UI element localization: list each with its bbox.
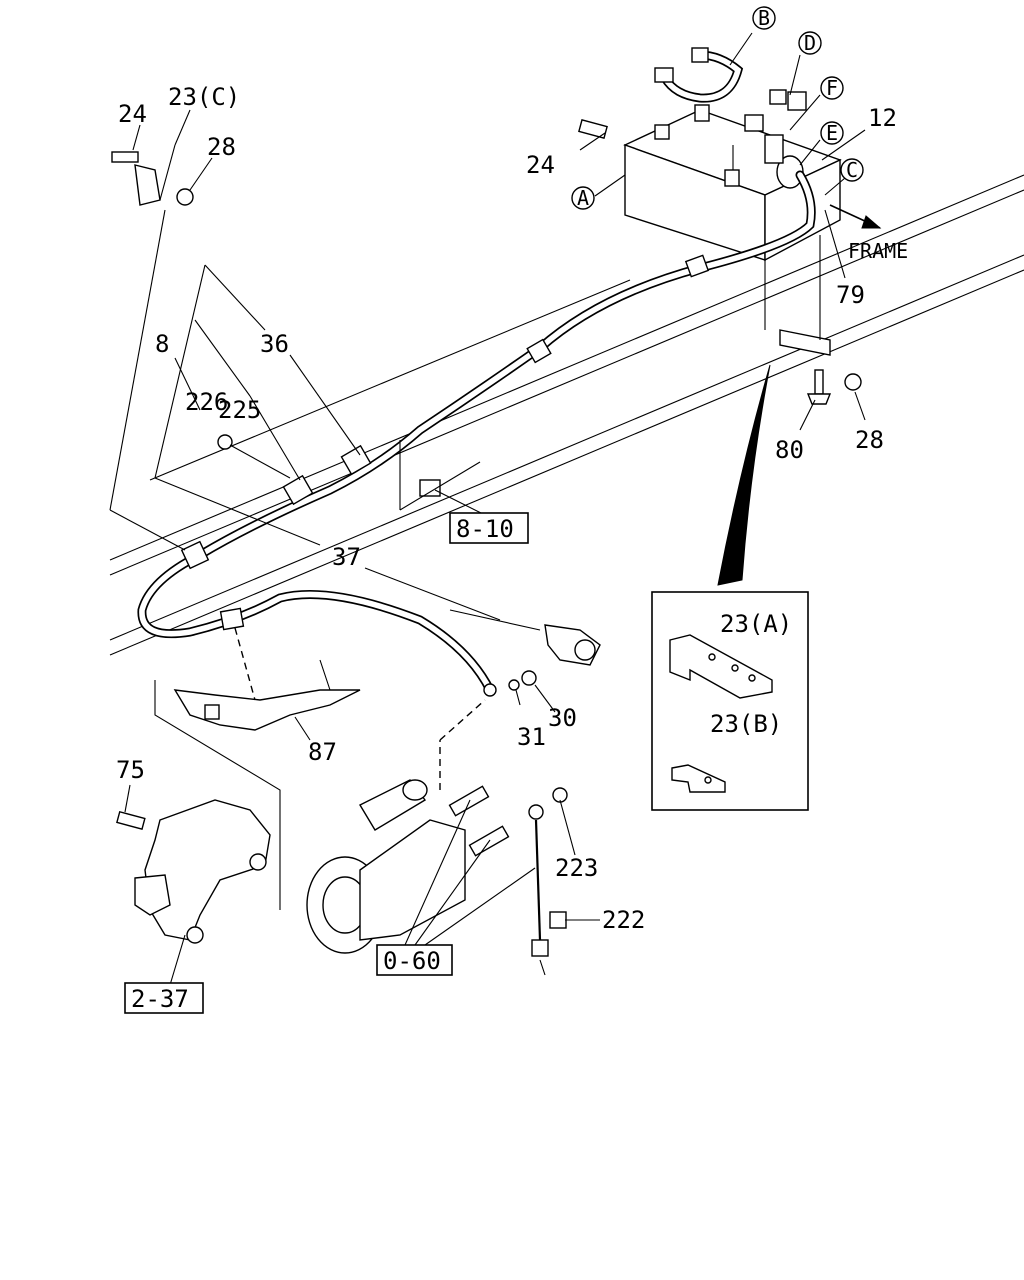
ref-0-60: 0-60	[383, 947, 441, 975]
callout-23b: 23(B)	[710, 710, 782, 738]
cable-clips	[180, 254, 710, 631]
nuts-30-31	[483, 670, 537, 697]
ground-cable	[528, 787, 568, 976]
callout-28-right: 28	[855, 426, 884, 454]
circle-d: D	[804, 31, 816, 55]
callout-labels: 24 23(C) 28 8 36 225 226 37 87 75 31 30 …	[116, 83, 897, 934]
circle-b: B	[758, 6, 770, 30]
callout-23c: 23(C)	[168, 83, 240, 111]
dashed-guides	[234, 627, 486, 790]
callout-8: 8	[155, 330, 169, 358]
callout-37: 37	[332, 543, 361, 571]
callout-75: 75	[116, 756, 145, 784]
ref-box-8-10	[449, 512, 529, 544]
callout-30: 30	[548, 704, 577, 732]
bracket-lower-right	[764, 235, 831, 356]
circle-letters	[571, 6, 864, 210]
starter-motor	[306, 779, 510, 954]
circle-letter-text: A B C D E F	[577, 6, 858, 210]
frame-label: FRAME	[848, 239, 908, 263]
zoom-wedge	[717, 364, 771, 586]
ref-8-10: 8-10	[456, 515, 514, 543]
bracket-23c	[111, 144, 194, 206]
circle-f: F	[826, 76, 838, 100]
circle-e: E	[826, 121, 838, 145]
frame-arrow	[829, 204, 882, 229]
callout-31: 31	[517, 723, 546, 751]
callout-222: 222	[602, 906, 645, 934]
bracket-87	[173, 659, 361, 731]
ref-box-2-37	[124, 982, 204, 1014]
cable-37	[449, 609, 601, 666]
inset-panel	[651, 591, 809, 811]
reference-labels: 8-10 0-60 2-37	[131, 515, 514, 1013]
bolt-24	[578, 118, 608, 140]
frame-rail	[109, 174, 1024, 656]
callout-24-battery: 24	[526, 151, 555, 179]
ref-box-0-60	[376, 944, 453, 976]
mounting-bracket	[134, 799, 271, 944]
ref-2-37: 2-37	[131, 985, 189, 1013]
callout-223: 223	[555, 854, 598, 882]
callout-28-top: 28	[207, 133, 236, 161]
terminal-cluster	[744, 89, 807, 189]
bolt-80	[806, 369, 862, 405]
callout-12: 12	[868, 104, 897, 132]
battery-link-cable	[654, 47, 744, 103]
callout-23a: 23(A)	[720, 610, 792, 638]
leader-lines	[109, 32, 866, 986]
callout-24-top: 24	[118, 100, 147, 128]
bolt-75	[116, 810, 146, 831]
panel-87	[154, 680, 281, 910]
callout-87: 87	[308, 738, 337, 766]
circle-a: A	[577, 186, 589, 210]
circle-c: C	[846, 158, 858, 182]
nut-226	[217, 434, 233, 450]
callout-80: 80	[775, 436, 804, 464]
callout-225: 225	[218, 396, 261, 424]
callout-226: 226	[185, 388, 228, 416]
callout-79: 79	[836, 281, 865, 309]
callout-36: 36	[260, 330, 289, 358]
